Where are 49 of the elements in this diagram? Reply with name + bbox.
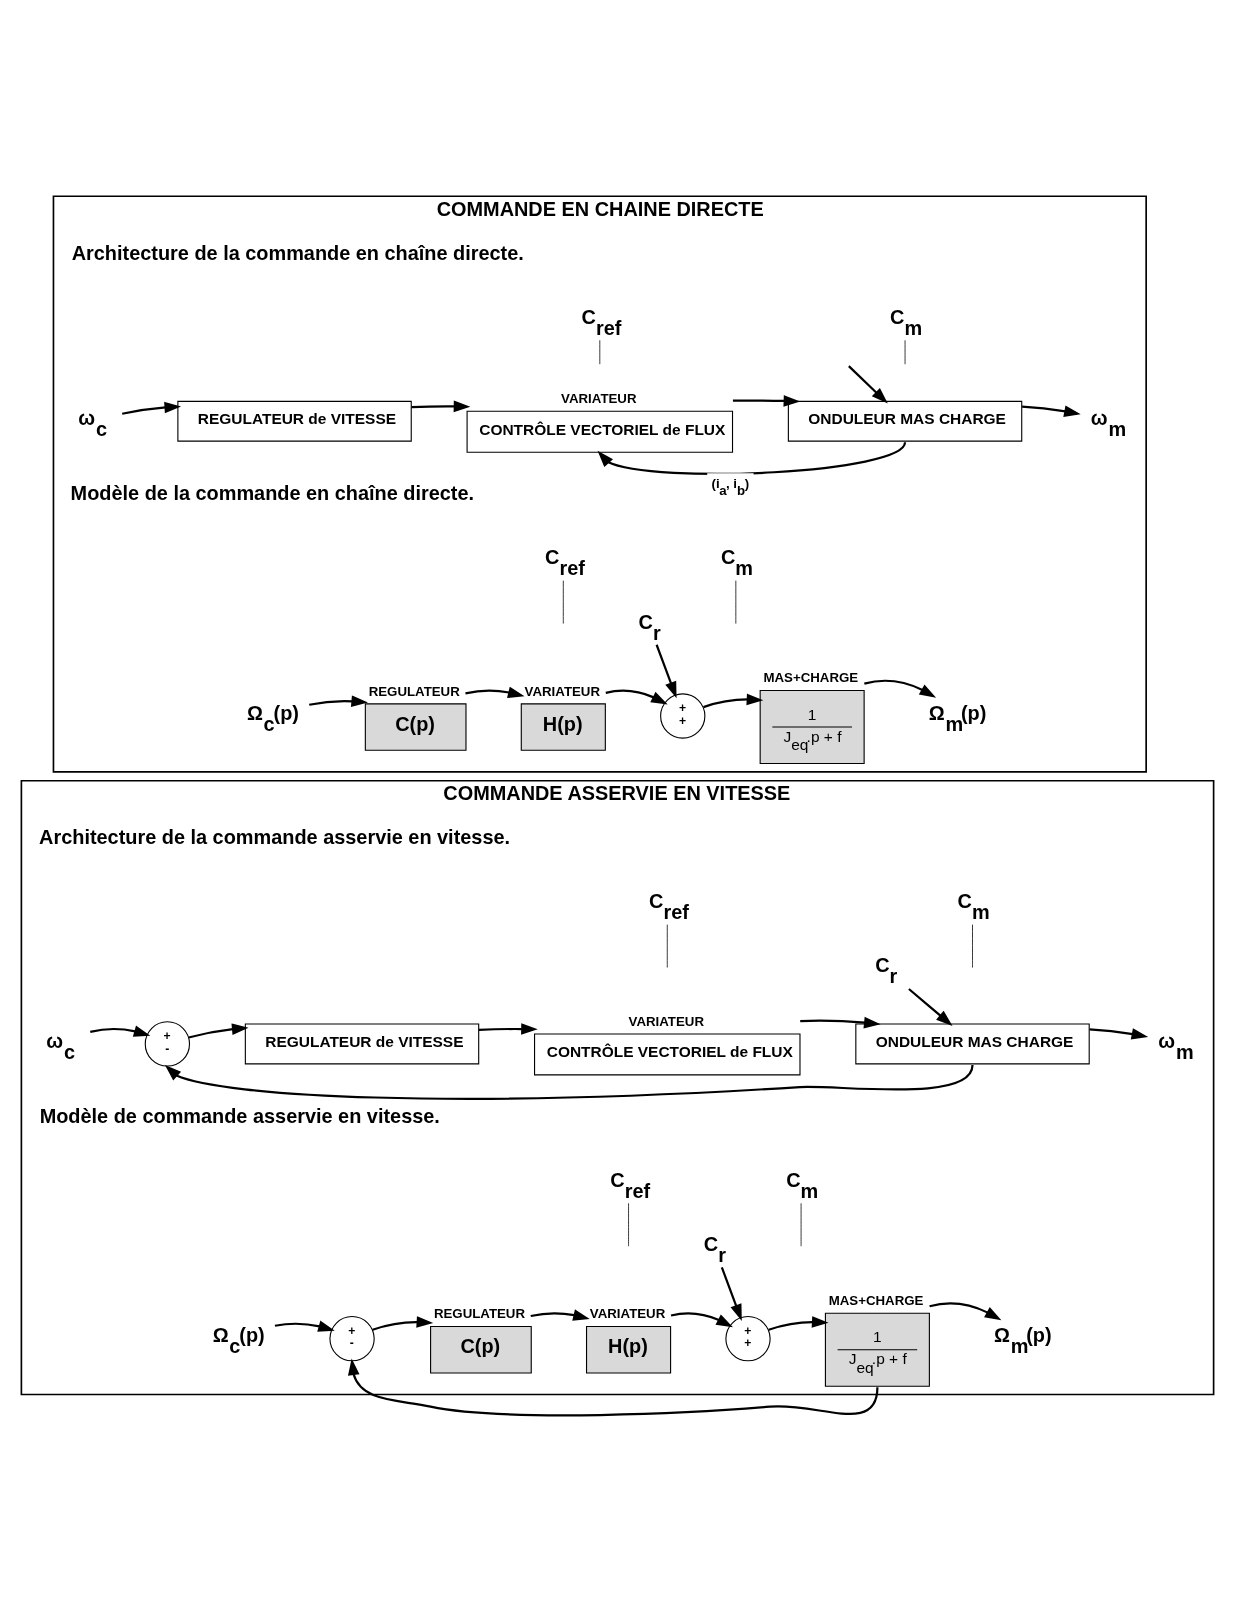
arrow <box>411 400 471 413</box>
node-box: REGULATEUR de VITESSE <box>244 1023 480 1065</box>
node-label: VARIATEUR <box>561 391 637 407</box>
arrow <box>1089 1028 1149 1040</box>
arrow <box>655 644 677 699</box>
node-label: MAS+CHARGE <box>763 670 859 686</box>
arrow <box>929 1302 1002 1321</box>
arrow <box>164 1064 974 1100</box>
arrow <box>768 1316 829 1331</box>
label: Architecture de la commande en chaîne directe. <box>71 241 524 264</box>
arrow <box>188 1023 249 1039</box>
arrow <box>605 689 668 705</box>
arrow <box>372 1316 434 1331</box>
arrow <box>309 695 368 707</box>
arrow <box>732 395 801 407</box>
node-circle: + + <box>725 1316 771 1362</box>
arrow <box>848 365 888 404</box>
node-circle: + + <box>660 693 706 739</box>
arrow <box>1022 405 1081 417</box>
connector <box>628 1202 629 1247</box>
node-label: VARIATEUR <box>589 1306 666 1322</box>
node-label: VARIATEUR <box>628 1013 704 1029</box>
arrow <box>122 401 182 415</box>
arrow <box>670 1312 733 1328</box>
node-box: REGULATEUR de VITESSE <box>177 400 412 442</box>
arrow <box>800 1016 881 1029</box>
arrow <box>703 693 764 709</box>
node-label: REGULATEUR <box>433 1306 526 1322</box>
node-label: REGULATEUR <box>368 683 460 699</box>
arrow <box>478 1023 538 1035</box>
node-circle: + - <box>144 1021 191 1067</box>
arrow <box>530 1309 590 1321</box>
arrow <box>720 1267 742 1321</box>
node-box: ONDULEUR MAS CHARGE <box>855 1023 1090 1065</box>
arrow <box>274 1320 335 1332</box>
arrow <box>90 1025 151 1037</box>
node-circle: + - <box>329 1316 375 1362</box>
node-label: MAS+CHARGE <box>828 1293 924 1309</box>
arrow <box>597 441 906 475</box>
arrow <box>864 679 937 698</box>
arrow <box>908 988 953 1026</box>
label: Architecture de la commande asservie en vitesse. <box>39 826 511 849</box>
arrow <box>465 686 525 698</box>
label: Modèle de commande asservie en vitesse. <box>39 1104 440 1127</box>
node-box: ONDULEUR MAS CHARGE <box>787 400 1023 442</box>
node-label: VARIATEUR <box>524 683 601 699</box>
label: Modèle de la commande en chaîne directe. <box>70 482 475 505</box>
connector <box>972 924 973 968</box>
arrow <box>347 1358 879 1417</box>
